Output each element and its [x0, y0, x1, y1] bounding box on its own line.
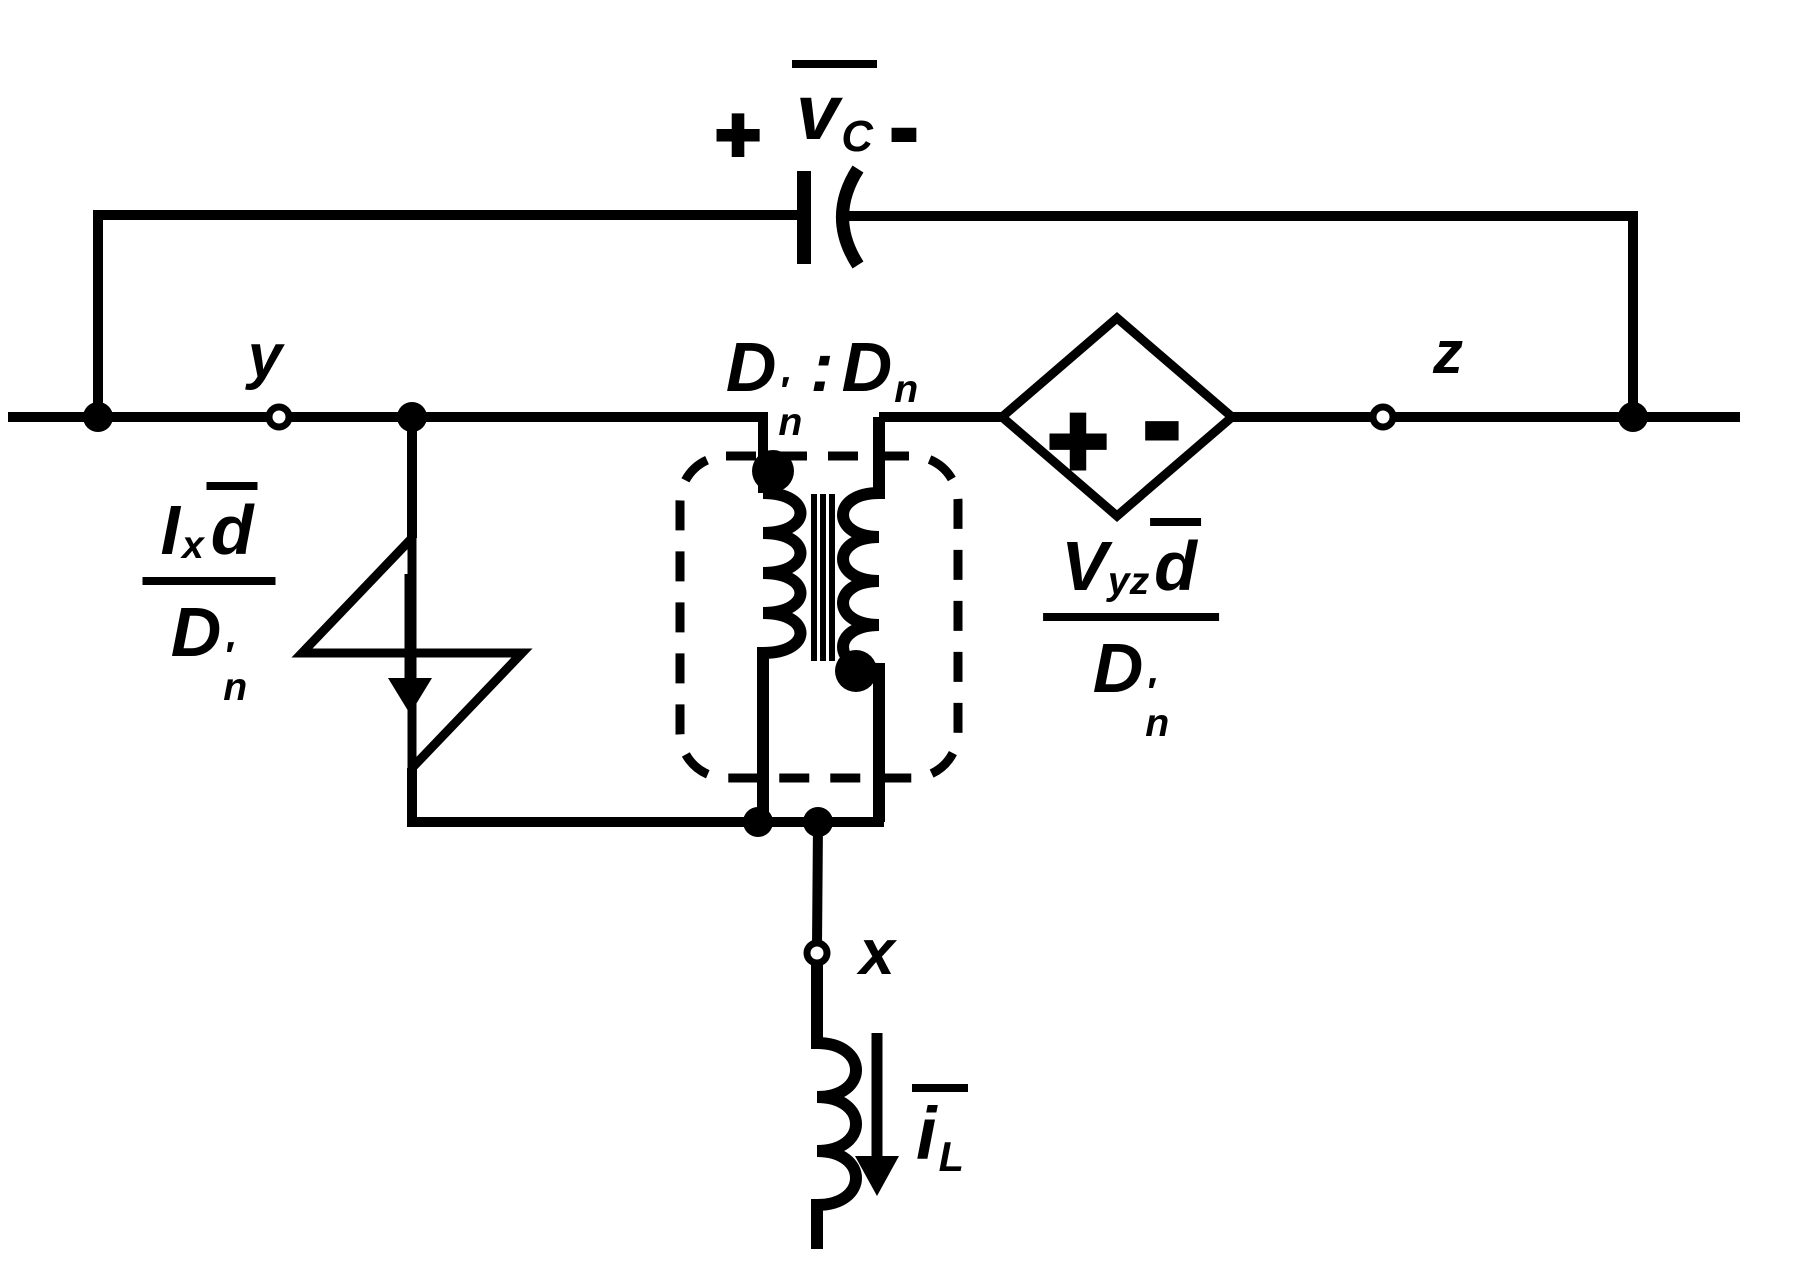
junction-dot-bottom-left: [743, 807, 773, 837]
inductor-current-label: iL: [912, 1084, 968, 1177]
transformer-core: [811, 494, 835, 661]
top-loop-wire-left: [93, 210, 797, 417]
voltage-source-minus-sign: -: [1141, 365, 1183, 481]
transformer-secondary-winding: [837, 417, 885, 822]
transformer-secondary-polarity-dot: [835, 650, 877, 692]
voltage-source-diamond: [995, 312, 1239, 522]
node-z-circle: [1369, 403, 1397, 431]
bottom-wire: [407, 768, 884, 827]
transformer-primary-polarity-dot: [752, 450, 794, 492]
voltage-source-denominator: D′n: [1092, 629, 1170, 745]
main-wire-left: [8, 412, 768, 493]
transformer-ratio-label: D′n:Dn: [725, 328, 919, 444]
transformer-primary-winding: [757, 487, 807, 822]
node-y-circle: [265, 403, 293, 431]
node-x-label: x: [859, 916, 895, 988]
junction-dot-bottom-x: [803, 807, 833, 837]
current-source-denominator: D′n: [170, 593, 248, 709]
junction-dot-top-right: [1618, 402, 1648, 432]
transformer-dashed-box: [675, 451, 963, 783]
node-x-circle: [803, 939, 831, 967]
node-y-label: y: [247, 322, 283, 391]
node-x-wire: [812, 821, 823, 947]
capacitor-voltage-label: vC: [792, 60, 877, 159]
junction-dot-current-source: [397, 402, 427, 432]
capacitor-plus-sign: +: [713, 90, 763, 178]
inductor-current-arrow-head: [855, 1156, 899, 1196]
current-source-arrow-head: [388, 678, 432, 714]
junction-dot-top-left: [83, 402, 113, 432]
capacitor-right-plate: [836, 165, 864, 269]
capacitor-minus-sign: -: [889, 84, 920, 172]
node-z-label: z: [1433, 319, 1463, 386]
top-loop-wire-right: [846, 211, 1638, 417]
voltage-source-plus-sign: +: [1045, 383, 1111, 499]
inductor-coil: [811, 960, 862, 1249]
